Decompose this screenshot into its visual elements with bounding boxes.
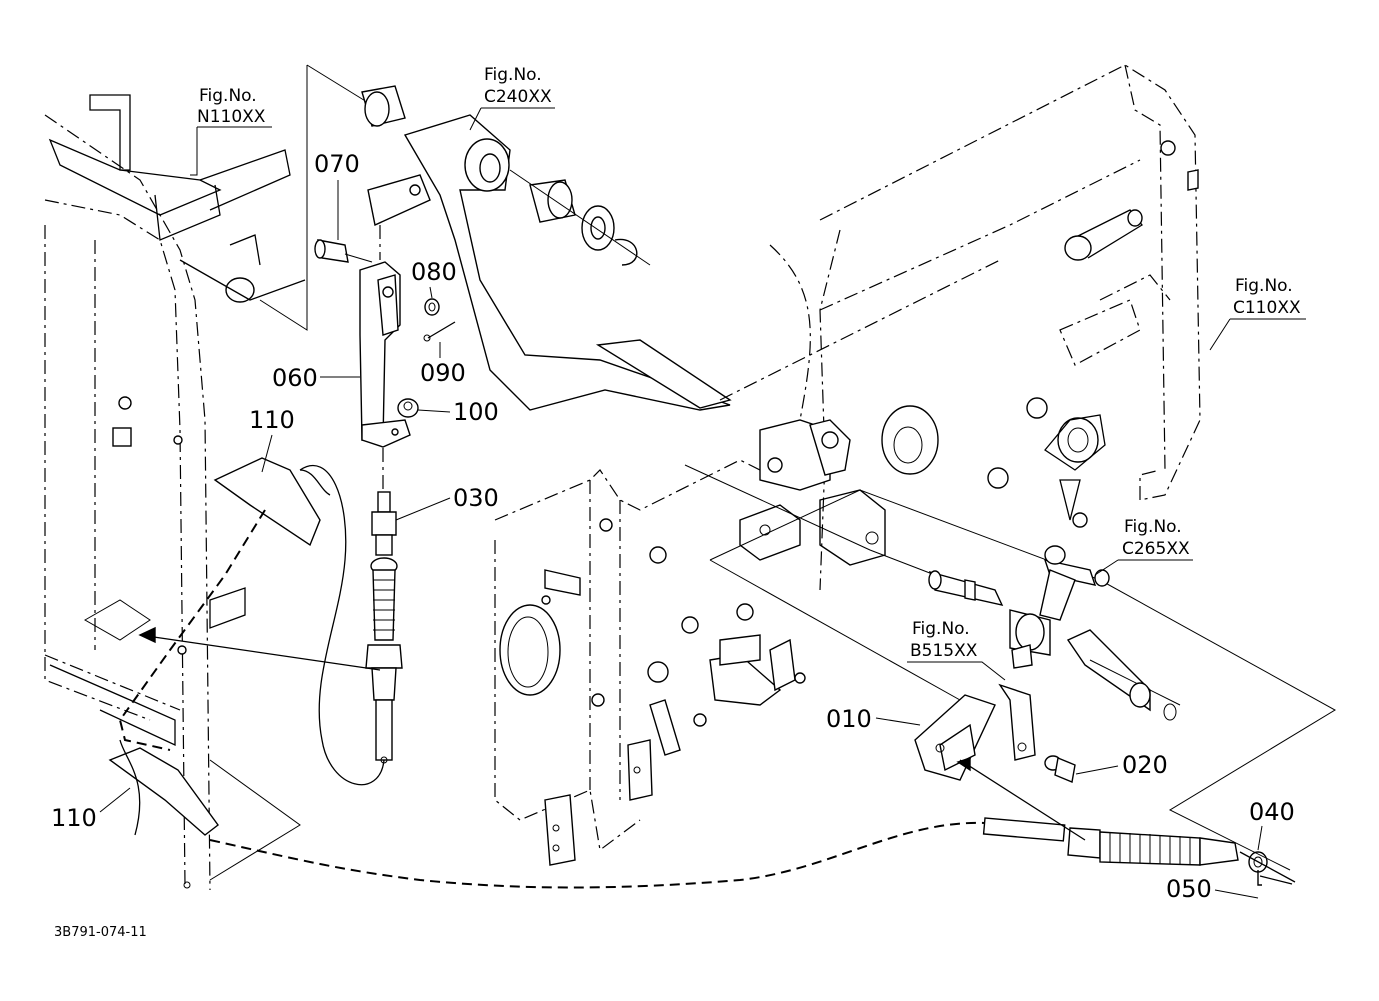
part-label-010: 010 (826, 705, 921, 733)
part-label-070: 070 (314, 150, 360, 240)
throttle-cable-lower (209, 817, 1296, 889)
svg-text:B515XX: B515XX (910, 641, 978, 661)
svg-text:100: 100 (453, 398, 499, 426)
svg-text:010: 010 (826, 705, 872, 733)
part-label-040: 040 (1249, 798, 1295, 851)
part-label-050: 050 (1166, 875, 1259, 903)
svg-text:080: 080 (411, 258, 457, 286)
part-label-080: 080 (411, 258, 457, 299)
part-label-020: 020 (1075, 751, 1168, 779)
svg-text:C110XX: C110XX (1233, 298, 1301, 318)
svg-text:Fig.No.: Fig.No. (912, 619, 970, 639)
fig-ref-n110: Fig.No. N110XX (190, 86, 272, 176)
svg-text:N110XX: N110XX (197, 107, 266, 127)
svg-text:030: 030 (453, 484, 499, 512)
part-label-100: 100 (417, 398, 499, 426)
svg-text:020: 020 (1122, 751, 1168, 779)
part-label-090: 090 (420, 342, 466, 387)
svg-text:Fig.No.: Fig.No. (1124, 517, 1182, 537)
rear-axle-housing (719, 64, 1201, 591)
hand-lever (108, 457, 381, 836)
cable-bracket (914, 683, 1086, 841)
svg-text:070: 070 (314, 150, 360, 178)
svg-text:060: 060 (272, 364, 318, 392)
fig-ref-b515: Fig.No. B515XX (907, 619, 1006, 681)
drawing-code: 3B791-074-11 (54, 925, 147, 940)
fig-ref-c240: Fig.No. C240XX (469, 65, 555, 131)
cab-frame (44, 94, 306, 891)
svg-text:110: 110 (51, 804, 97, 832)
svg-text:050: 050 (1166, 875, 1212, 903)
svg-text:C265XX: C265XX (1122, 539, 1190, 559)
svg-text:Fig.No.: Fig.No. (199, 86, 257, 106)
fig-ref-c265: Fig.No. C265XX (1094, 517, 1193, 576)
fig-ref-c110: Fig.No. C110XX (1209, 276, 1306, 351)
svg-text:110: 110 (249, 406, 295, 434)
svg-text:Fig.No.: Fig.No. (1235, 276, 1293, 296)
throttle-cable-upper (299, 464, 403, 786)
svg-text:C240XX: C240XX (484, 87, 552, 107)
svg-text:Fig.No.: Fig.No. (484, 65, 542, 85)
svg-text:090: 090 (420, 359, 466, 387)
part-label-060: 060 (272, 364, 360, 392)
pedal-assembly (259, 64, 732, 411)
part-label-110-upper: 110 (249, 406, 295, 473)
linkage-rod (314, 225, 456, 495)
part-label-030: 030 (395, 484, 499, 521)
transmission-housing (494, 459, 886, 866)
part-label-110-lower: 110 (51, 787, 131, 832)
svg-text:040: 040 (1249, 798, 1295, 826)
